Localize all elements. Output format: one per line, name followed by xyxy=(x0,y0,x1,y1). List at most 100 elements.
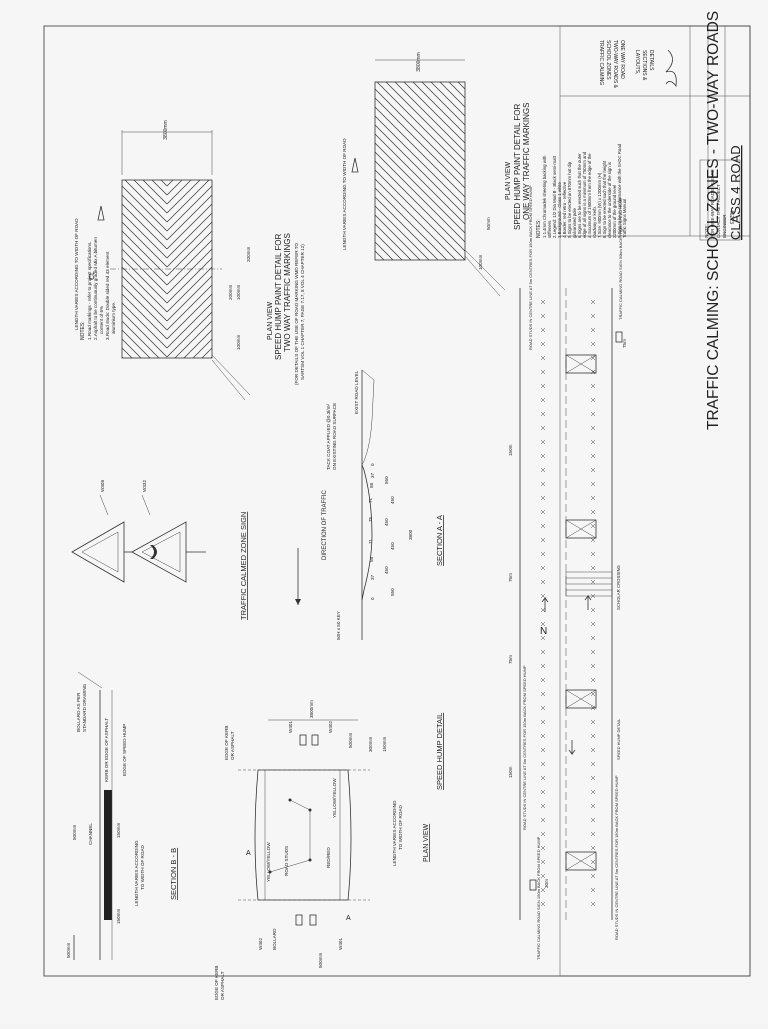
hatch-line xyxy=(421,82,465,126)
road-speed-hump xyxy=(565,851,597,871)
road-stud-mark xyxy=(540,691,546,697)
hatch-line xyxy=(122,356,124,358)
road-stud-mark xyxy=(590,621,596,627)
road-dist-3: 75m xyxy=(508,655,513,664)
hatch-line xyxy=(166,180,192,205)
hatch-line xyxy=(201,347,212,358)
a-marker-bottom: A xyxy=(346,915,351,922)
road-stud-mark xyxy=(540,747,546,753)
hatch-line xyxy=(210,356,212,358)
road-stud-mark xyxy=(540,383,546,389)
direction-arrow-1 xyxy=(541,596,549,612)
road-stud-mark xyxy=(540,677,546,683)
hatch-line xyxy=(375,278,465,368)
road-stud-mark xyxy=(540,831,546,837)
road-stud-mark xyxy=(540,593,546,599)
hatch-line xyxy=(166,248,212,295)
road-stud-mark xyxy=(590,537,596,543)
hatch-line xyxy=(166,239,212,286)
bb-bollard-note-2: STANDARD DRAWING xyxy=(82,683,87,732)
road-stud-mark xyxy=(540,439,546,445)
notes-right-item-10: a maximum of 1500mm from the edge of the xyxy=(587,153,592,238)
hatch-line xyxy=(122,257,168,304)
hatch-line xyxy=(167,456,212,501)
notes-right: NOTES: 1.1.4mm Chromadek sheeting backin… xyxy=(536,143,627,238)
hatch-line xyxy=(122,114,167,159)
road-speed-hump xyxy=(565,354,597,374)
bb-dim-150: 150mm xyxy=(116,823,121,838)
bb-bollard-note: BOLLARD AS PER xyxy=(76,692,81,732)
one-way-dim-width: 3800mm xyxy=(416,52,422,71)
notes-right-item-13: 8.Sign to be erected such that the heigh… xyxy=(602,160,607,238)
road-stud-mark xyxy=(540,299,546,305)
bb-dim-500b: 500mm xyxy=(72,825,77,840)
hatch-line xyxy=(122,78,167,123)
yellow-yellow-2: YELLOW/YELLOW xyxy=(332,778,337,818)
notes-top: NOTES: 1.Road markings - refer to projec… xyxy=(80,237,116,340)
hatch-line xyxy=(174,320,212,358)
notes-right-item-14: clearance to the underside of the sign i… xyxy=(607,162,612,238)
road-sign-top-marker xyxy=(615,331,623,343)
title-block-line-3: TWO-WAY ROADS & xyxy=(612,40,618,89)
road-stud-mark xyxy=(590,299,596,305)
road-stud-mark xyxy=(540,355,546,361)
scholar-crossing: SCHOLAR CROSSING xyxy=(565,564,621,610)
one-way-title-1: PLAN VIEW xyxy=(505,161,512,200)
notes-top-item-2: 2.Asphalt to be continuously graded Mix … xyxy=(93,237,98,340)
title-block-sub-3: DETAILS xyxy=(648,50,654,71)
bb-length-note: LENGTH VARIES ACCORDING xyxy=(134,840,139,906)
road-stud-mark xyxy=(590,803,596,809)
two-way-plan: 3800mm CL LENGTH VARIES ACCORDING TO WID… xyxy=(74,69,305,501)
road-dist-6: 30m xyxy=(544,879,549,888)
section-aa: DIRECTION OF TRAFFIC TACK COAT APPLIED @… xyxy=(295,369,444,640)
hatch-line xyxy=(122,302,168,349)
scholar-crossing-label: SCHOLAR CROSSING xyxy=(616,564,621,610)
hatch-line xyxy=(166,180,210,223)
road-speed-hump-cross xyxy=(565,689,597,709)
hatch-line xyxy=(448,82,465,99)
road-stud-mark xyxy=(590,733,596,739)
hatch-line xyxy=(375,133,465,225)
road-stud-mark xyxy=(590,719,596,725)
hatch-line xyxy=(122,275,168,322)
section-aa-width-label: 450 xyxy=(384,518,389,526)
hatch-line xyxy=(375,269,465,359)
hatch-line xyxy=(167,429,212,474)
w401-top: W401 xyxy=(288,721,293,733)
road-stud-mark xyxy=(540,397,546,403)
road-stud-mark xyxy=(590,509,596,515)
edge-kerb-top-2: OR ASPHALT xyxy=(230,731,235,760)
zone-sign-label-1: W308 xyxy=(100,480,105,492)
hatch-line xyxy=(375,232,403,260)
two-way-dim-c: 100mm xyxy=(236,285,241,300)
road-stud-mark xyxy=(540,369,546,375)
edge-kerb-bottom-2: OR ASPHALT xyxy=(220,971,225,1000)
hatch-line xyxy=(167,420,212,465)
hatch-line xyxy=(375,323,465,413)
w402-top: W402 xyxy=(328,721,333,733)
two-way-title-2: SPEED HUMP PAINT DETAIL FOR xyxy=(274,234,283,360)
hatch-line xyxy=(151,180,168,196)
hatch-line xyxy=(167,132,212,177)
dim-300: 300mm xyxy=(368,737,373,752)
one-way-dim-b: 50mm xyxy=(486,217,491,230)
hatch-line xyxy=(385,82,465,162)
notes-right-item-17: Traffic Signs Manual xyxy=(622,199,627,238)
section-aa-title: SECTION A - A xyxy=(435,515,444,566)
section-aa-height-label: 71 xyxy=(368,497,373,503)
drawing-number: 46223 xyxy=(728,210,734,224)
road-stud-mark xyxy=(540,705,546,711)
hatch-line xyxy=(167,69,212,114)
direction-arrow-2 xyxy=(584,594,592,610)
road-stud-mark xyxy=(540,733,546,739)
notes-right-item-3: 2.Legend: 1/2 Dia Mod B - Black semi-mat… xyxy=(552,155,557,238)
two-way-length-note: LENGTH VARIES ACCORDING TO WIDTH OF ROAD xyxy=(74,218,79,330)
hatch-line xyxy=(122,293,168,340)
hatch-line xyxy=(375,97,465,189)
road-stud-mark xyxy=(540,495,546,501)
section-aa-height-label: 58 xyxy=(369,556,374,562)
hatch-line xyxy=(375,196,439,260)
road-speed-hump-cross xyxy=(565,354,597,374)
